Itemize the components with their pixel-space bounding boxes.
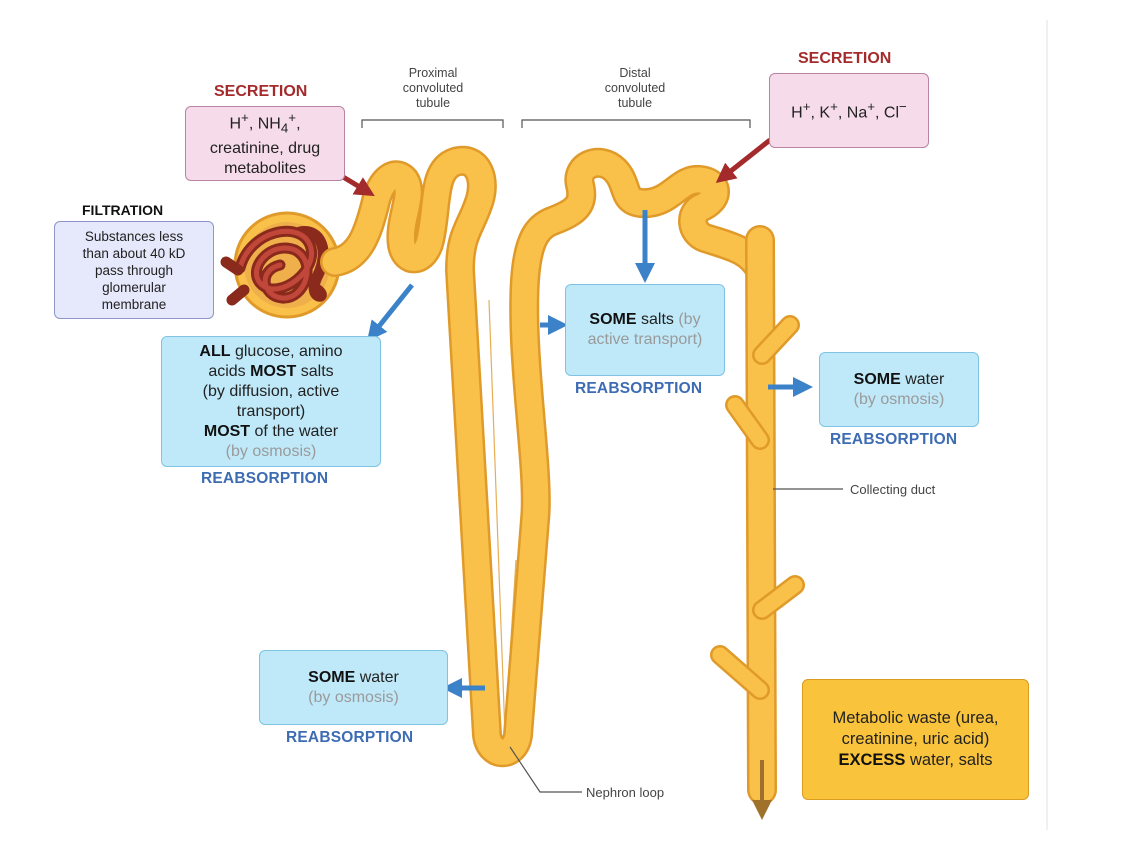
excretion-l3-bold: EXCESS: [838, 751, 906, 769]
excretion-l3-rest: water, salts: [905, 751, 993, 769]
distal-bracket: [521, 119, 751, 128]
secretion-arrow-right: [715, 138, 772, 183]
reab-dist-l1-bold: SOME: [589, 311, 637, 328]
reab-prox-l1-bold: ALL: [199, 342, 231, 360]
reabsorption-loop-box: SOME water (by osmosis): [259, 650, 448, 725]
reabsorption-distal-title: REABSORPTION: [575, 380, 703, 397]
reab-prox-l2-rest: salts: [296, 362, 334, 380]
excretion-line1: Metabolic waste (urea,: [832, 709, 999, 727]
secretion-left-title: SECRETION: [214, 83, 308, 100]
reab-prox-line1: ALL glucose, amino: [199, 342, 342, 362]
reab-prox-line5: MOST of the water: [204, 422, 338, 442]
distal-label-line1: Distal: [619, 66, 651, 80]
nephron-tubule: [320, 145, 775, 768]
distal-label-line2: convoluted: [604, 81, 666, 95]
reab-dist-line1: SOME salts (by: [589, 310, 700, 330]
reab-prox-l5-bold: MOST: [203, 422, 251, 440]
distal-label-line3: tubule: [617, 96, 653, 110]
reabsorption-proximal-title: REABSORPTION: [201, 470, 329, 487]
reab-loop-line1: SOME water: [308, 668, 399, 688]
reab-prox-line4: transport): [236, 402, 306, 420]
reab-coll-line2: (by osmosis): [853, 390, 945, 408]
reabsorption-arrow-proximal: [367, 283, 414, 342]
glomerulus: [220, 211, 341, 319]
secretion-left-line2: creatinine, drug: [209, 139, 321, 157]
nephron-loop-leader: [509, 746, 582, 793]
filtration-line4: glomerular: [102, 279, 166, 295]
proximal-label-line2: convoluted: [402, 81, 464, 95]
reab-prox-l5-rest: of the water: [250, 422, 339, 440]
excretion-line2: creatinine, uric acid): [841, 730, 990, 748]
collecting-duct-label: Collecting duct: [850, 482, 936, 497]
reab-prox-line3: (by diffusion, active: [202, 382, 340, 400]
distal-tubule-label: Distal convoluted tubule: [580, 66, 690, 111]
nephron-loop-label: Nephron loop: [586, 785, 665, 800]
reab-loop-line2: (by osmosis): [308, 688, 399, 706]
secretion-right-text: H+, K+, Na+, Cl−: [791, 99, 907, 122]
reab-prox-line2: acids MOST salts: [208, 362, 333, 382]
excretion-box: Metabolic waste (urea, creatinine, uric …: [802, 679, 1029, 800]
proximal-label-line1: Proximal: [408, 66, 458, 80]
excretion-line3: EXCESS water, salts: [838, 750, 992, 771]
reabsorption-loop-title: REABSORPTION: [286, 729, 414, 746]
reab-loop-l1-rest: water: [355, 668, 399, 686]
filtration-line2: than about 40 kD: [82, 245, 186, 261]
secretion-right-title: SECRETION: [798, 50, 892, 67]
proximal-tubule-label: Proximal convoluted tubule: [378, 66, 488, 111]
reab-coll-line1: SOME water: [854, 370, 945, 390]
reab-dist-line2: active transport): [587, 331, 703, 348]
reab-loop-l1-bold: SOME: [308, 668, 356, 686]
secretion-left-box: H+, NH4+, creatinine, drug metabolites: [185, 106, 345, 181]
filtration-line5: membrane: [101, 296, 167, 312]
proximal-label-line3: tubule: [415, 96, 451, 110]
secretion-left-line1: H+, NH4+,: [229, 110, 301, 136]
secretion-right-box: H+, K+, Na+, Cl−: [769, 73, 929, 148]
reab-coll-l1-rest: water: [900, 370, 945, 388]
filtration-line1: Substances less: [84, 228, 184, 244]
collecting-duct: [710, 225, 805, 820]
secretion-left-line3: metabolites: [224, 159, 306, 177]
proximal-bracket: [361, 119, 504, 128]
reabsorption-proximal-box: ALL glucose, amino acids MOST salts (by …: [161, 336, 381, 467]
reab-prox-l1-rest: glucose, amino: [230, 342, 343, 360]
reabsorption-collecting-title: REABSORPTION: [830, 431, 958, 448]
filtration-line3: pass through: [94, 262, 174, 278]
reab-prox-l2-bold: MOST: [250, 362, 297, 380]
reab-dist-l1-rest: salts: [636, 311, 674, 328]
filtration-title: FILTRATION: [82, 202, 164, 218]
reab-coll-l1-bold: SOME: [853, 370, 901, 388]
reabsorption-distal-box: SOME salts (by active transport): [565, 284, 725, 376]
reabsorption-collecting-box: SOME water (by osmosis): [819, 352, 979, 427]
reab-dist-l1-grey: (by: [673, 311, 701, 328]
reab-prox-l2-pre: acids: [208, 362, 251, 380]
filtration-box: Substances less than about 40 kD pass th…: [54, 221, 214, 319]
reab-prox-line6: (by osmosis): [225, 442, 317, 460]
